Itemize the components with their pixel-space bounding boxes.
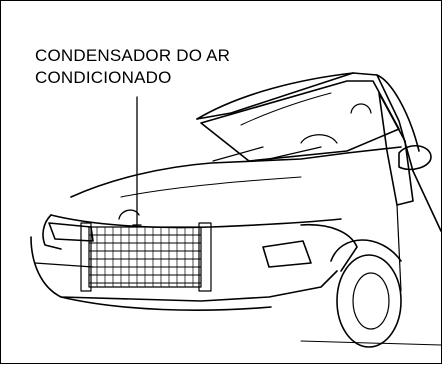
hood-emblem [118,209,140,220]
right-fender [300,223,358,272]
hood-front-edge [50,214,342,229]
side-window [378,92,414,206]
headrest [350,103,372,114]
door-line [396,204,402,292]
callout-label-line-2: CONDICIONADO [35,68,172,87]
bumper-line [34,262,94,268]
left-fender [42,214,62,250]
mirror [398,145,432,171]
ground-line [300,340,442,346]
car-a-pillar [196,72,354,120]
windshield [200,80,400,162]
right-headlight [262,240,312,268]
wiper-left [212,146,264,162]
callout-label-line-1: CONDENSADOR DO AR [35,46,231,65]
hood-outline [70,146,402,198]
windshield-reflection [240,92,332,126]
front-bumper [30,236,338,302]
callout-label: CONDENSADOR DO AR CONDICIONADO [35,45,230,89]
wiper-right [268,146,322,160]
car-rear-pillar [376,74,414,172]
hood-crease [120,176,302,198]
ac-condenser [80,222,212,292]
steering-wheel [300,134,338,144]
wheel-arch [330,239,402,262]
condenser-right-tank [198,222,212,292]
left-headlight [48,222,94,242]
front-wheel [336,254,402,348]
car-side-body [412,170,442,232]
condenser-left-tank [80,222,92,292]
bumper-lower [60,296,272,311]
front-wheel-rim [352,272,390,330]
